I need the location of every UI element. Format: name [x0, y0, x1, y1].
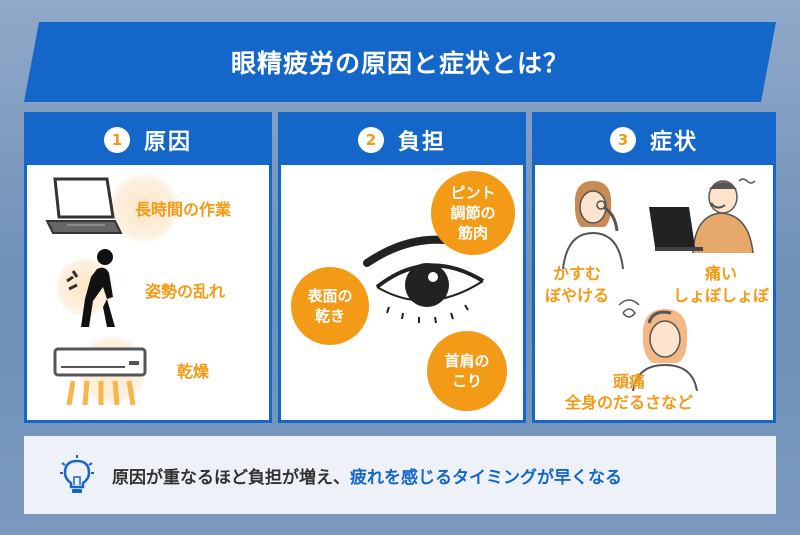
burden-bubble-neck: 首肩の こり [427, 331, 507, 411]
panel-causes: 1 原因 長時間の作業 姿勢の乱れ 乾燥 [24, 112, 272, 423]
title-banner: 眼精疲労の原因と症状とは？ [24, 22, 776, 102]
laptop-icon [45, 177, 123, 234]
air-conditioner-icon [53, 347, 147, 406]
burden-bubble-dryness: 表面の 乾き [291, 267, 369, 345]
panel-number: 1 [103, 127, 130, 153]
summary-message: 原因が重なるほど負担が増え、疲れを感じるタイミングが早くなる [112, 463, 622, 488]
cause-item: 姿勢の乱れ [145, 282, 226, 301]
symptom-headache: 頭痛 全身のだるさなど [565, 372, 694, 412]
woman-headache-icon [618, 299, 698, 391]
man-at-laptop-icon [649, 178, 756, 254]
panel-symptoms: 3 症状 かすむ ぼやける 痛い しょぼしょぼ 頭痛 全 [532, 112, 776, 423]
symptom-pain: 痛い しょぼしょぼ [673, 264, 770, 305]
panel-burden-header: 2 負担 [281, 115, 523, 165]
panel-number: 2 [357, 127, 384, 153]
panel-label: 原因 [143, 130, 192, 155]
panel-label: 症状 [649, 130, 698, 155]
summary-part1: 原因が重なるほど負担が増え、 [112, 467, 350, 488]
panel-symptoms-header: 3 症状 [535, 115, 773, 165]
page-title: 眼精疲労の原因と症状とは？ [230, 49, 569, 78]
summary-bar: 原因が重なるほど負担が増え、疲れを感じるタイミングが早くなる [24, 436, 776, 514]
lightbulb-icon [60, 455, 94, 493]
panel-number: 3 [609, 127, 636, 153]
burden-bubble-focus: ピント 調節の 筋肉 [431, 171, 515, 255]
cause-item: 長時間の作業 [135, 200, 232, 219]
back-pain-person-icon [66, 249, 115, 327]
panel-label: 負担 [397, 130, 446, 155]
summary-part2-highlight: 疲れを感じるタイミングが早くなる [350, 467, 622, 488]
woman-rubbing-eyes-icon [562, 181, 624, 269]
panel-burden: 2 負担 ピント 調節の 筋肉 表面の 乾き 首肩の こり [278, 112, 526, 423]
cause-item: 乾燥 [177, 362, 210, 381]
panel-causes-header: 1 原因 [27, 115, 269, 165]
symptom-blurry: かすむ ぼやける [545, 264, 610, 305]
